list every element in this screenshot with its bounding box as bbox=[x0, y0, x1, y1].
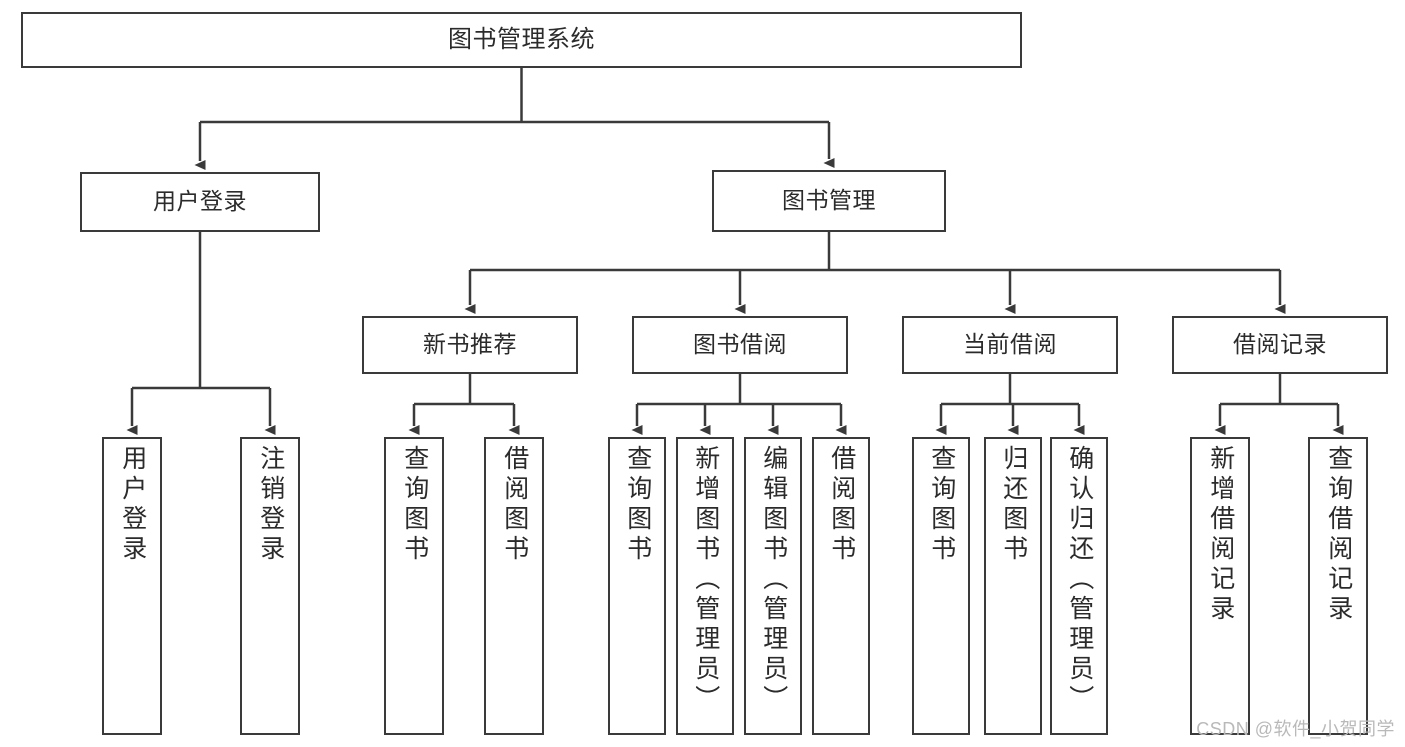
node-leaf-add-book[interactable]: 新增图书（管理员） bbox=[676, 437, 734, 735]
node-label-book-manage: 图书管理 bbox=[782, 187, 876, 214]
node-label-user-login: 用户登录 bbox=[153, 188, 247, 215]
node-user-login[interactable]: 用户登录 bbox=[80, 172, 320, 232]
connector-lines bbox=[126, 68, 1344, 435]
node-leaf-query-record[interactable]: 查询借阅记录 bbox=[1308, 437, 1368, 735]
node-label-leaf-borrow-book-recommend: 借阅图书 bbox=[500, 445, 529, 565]
node-leaf-query-book-recommend[interactable]: 查询图书 bbox=[384, 437, 444, 735]
node-label-leaf-edit-book: 编辑图书（管理员） bbox=[759, 445, 788, 715]
node-label-leaf-add-record: 新增借阅记录 bbox=[1206, 445, 1235, 625]
node-leaf-user-login[interactable]: 用户登录 bbox=[102, 437, 162, 735]
node-leaf-borrow-book-recommend[interactable]: 借阅图书 bbox=[484, 437, 544, 735]
node-leaf-add-record[interactable]: 新增借阅记录 bbox=[1190, 437, 1250, 735]
node-label-new-book-recommend: 新书推荐 bbox=[423, 331, 517, 358]
node-root[interactable]: 图书管理系统 bbox=[21, 12, 1022, 68]
node-label-leaf-add-book: 新增图书（管理员） bbox=[691, 445, 720, 715]
node-leaf-query-book-borrow[interactable]: 查询图书 bbox=[608, 437, 666, 735]
node-label-leaf-query-book-recommend: 查询图书 bbox=[400, 445, 429, 565]
node-leaf-logout[interactable]: 注销登录 bbox=[240, 437, 300, 735]
node-label-root: 图书管理系统 bbox=[448, 25, 595, 53]
node-leaf-borrow-book[interactable]: 借阅图书 bbox=[812, 437, 870, 735]
node-label-leaf-borrow-book: 借阅图书 bbox=[827, 445, 856, 565]
node-label-borrow-record: 借阅记录 bbox=[1233, 331, 1327, 358]
node-label-leaf-return-book: 归还图书 bbox=[999, 445, 1028, 565]
node-book-borrow[interactable]: 图书借阅 bbox=[632, 316, 848, 374]
node-borrow-record[interactable]: 借阅记录 bbox=[1172, 316, 1388, 374]
node-leaf-edit-book[interactable]: 编辑图书（管理员） bbox=[744, 437, 802, 735]
node-label-current-borrow: 当前借阅 bbox=[963, 331, 1057, 358]
node-label-leaf-logout: 注销登录 bbox=[256, 445, 285, 565]
node-label-book-borrow: 图书借阅 bbox=[693, 331, 787, 358]
node-label-leaf-user-login: 用户登录 bbox=[118, 445, 147, 565]
node-label-leaf-query-record: 查询借阅记录 bbox=[1324, 445, 1353, 625]
node-leaf-return-book[interactable]: 归还图书 bbox=[984, 437, 1042, 735]
node-current-borrow[interactable]: 当前借阅 bbox=[902, 316, 1118, 374]
node-leaf-query-book-current[interactable]: 查询图书 bbox=[912, 437, 970, 735]
node-leaf-confirm-return[interactable]: 确认归还（管理员） bbox=[1050, 437, 1108, 735]
node-label-leaf-confirm-return: 确认归还（管理员） bbox=[1065, 445, 1094, 715]
node-new-book-recommend[interactable]: 新书推荐 bbox=[362, 316, 578, 374]
node-book-manage[interactable]: 图书管理 bbox=[712, 170, 946, 232]
node-label-leaf-query-book-current: 查询图书 bbox=[927, 445, 956, 565]
node-label-leaf-query-book-borrow: 查询图书 bbox=[623, 445, 652, 565]
